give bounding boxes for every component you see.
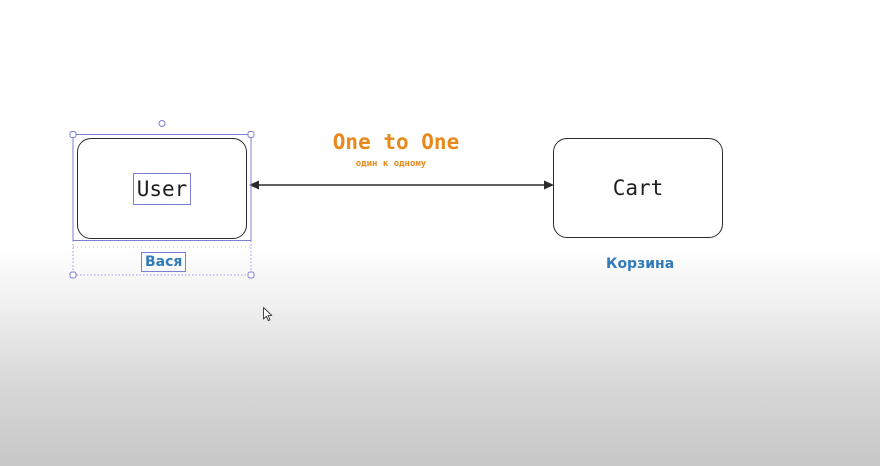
selection-bounding-box — [72, 134, 252, 241]
cart-caption[interactable]: Корзина — [606, 256, 675, 272]
user-caption[interactable]: Вася — [140, 252, 187, 272]
relationship-title[interactable]: One to One — [332, 130, 460, 154]
cart-entity-label[interactable]: Cart — [612, 176, 664, 200]
user-entity-label[interactable]: User — [132, 172, 192, 205]
user-entity-box[interactable]: User — [77, 138, 247, 239]
resize-handle-top-right — [247, 131, 255, 138]
cart-entity-box[interactable]: Cart — [553, 138, 723, 238]
arrowhead-right — [544, 180, 554, 190]
arrowhead-left — [249, 180, 259, 190]
rotate-handle — [158, 120, 166, 127]
relationship-subtitle[interactable]: один к одному — [355, 159, 427, 169]
resize-handle-bottom-left — [69, 271, 77, 279]
resize-handle-top-left — [69, 131, 77, 138]
resize-handle-bottom-right — [247, 271, 255, 279]
